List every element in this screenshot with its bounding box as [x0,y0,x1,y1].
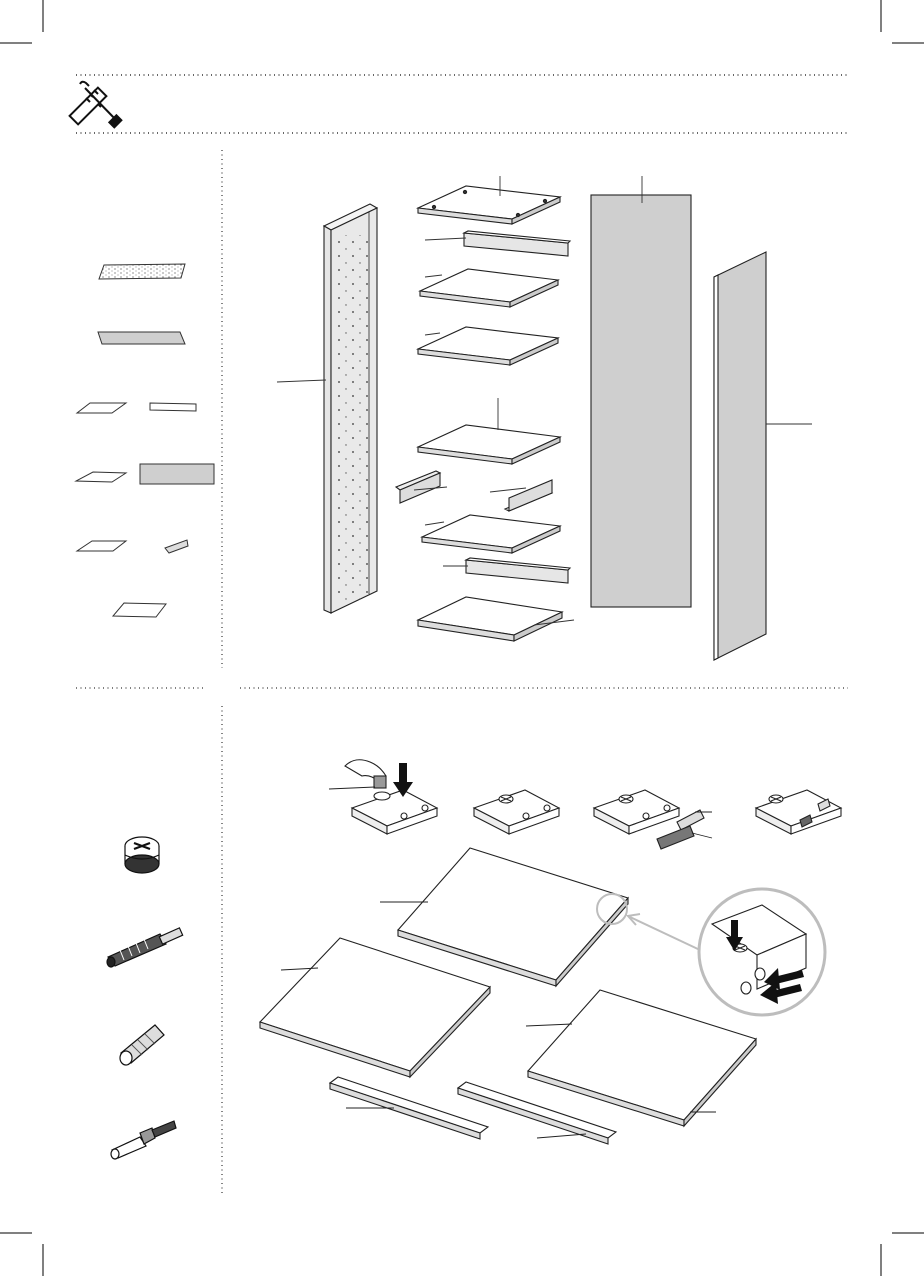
assembly-step [260,760,841,1144]
detail-insert-cam [329,760,437,834]
zoom-detail [699,889,825,1015]
zoom-pointer [628,914,700,950]
panel-right [526,990,756,1126]
part-thumb-bracket [165,540,188,553]
detail-dowels-inserted [756,790,841,834]
bracket-left [396,471,440,503]
part-thumb-door [140,464,214,484]
shelf-4 [422,515,560,553]
connector-bolt-icon [111,1121,176,1159]
part-thumb-side-panel [98,332,185,344]
rail-top [464,231,570,256]
cam-lock-icon [125,837,159,873]
bracket-right [505,480,552,511]
shelf-3 [418,425,560,464]
detail-cam-inserted [474,790,559,834]
panel-left [260,938,490,1077]
part-thumb-plinth [99,264,185,279]
tools-icon [70,82,122,128]
top-panel [418,186,560,224]
side-panel-left [324,204,377,613]
header-band [76,75,848,133]
part-thumb-shelf-2 [77,541,126,551]
back-panel [591,195,691,607]
rail-bottom [466,558,570,583]
bottom-panel [418,597,562,641]
detail-insert-dowels [594,790,712,849]
part-thumb-rail [150,403,196,411]
part-thumb-bottom [113,603,166,617]
parts-list [76,264,214,617]
exploded-view [277,176,812,660]
fittings-list [107,837,183,1159]
wood-dowel-icon [120,1025,164,1065]
part-thumb-top [77,403,126,413]
side-panel-right [714,252,766,660]
cam-bolt-icon [107,928,183,967]
part-thumb-shelf [76,472,126,482]
